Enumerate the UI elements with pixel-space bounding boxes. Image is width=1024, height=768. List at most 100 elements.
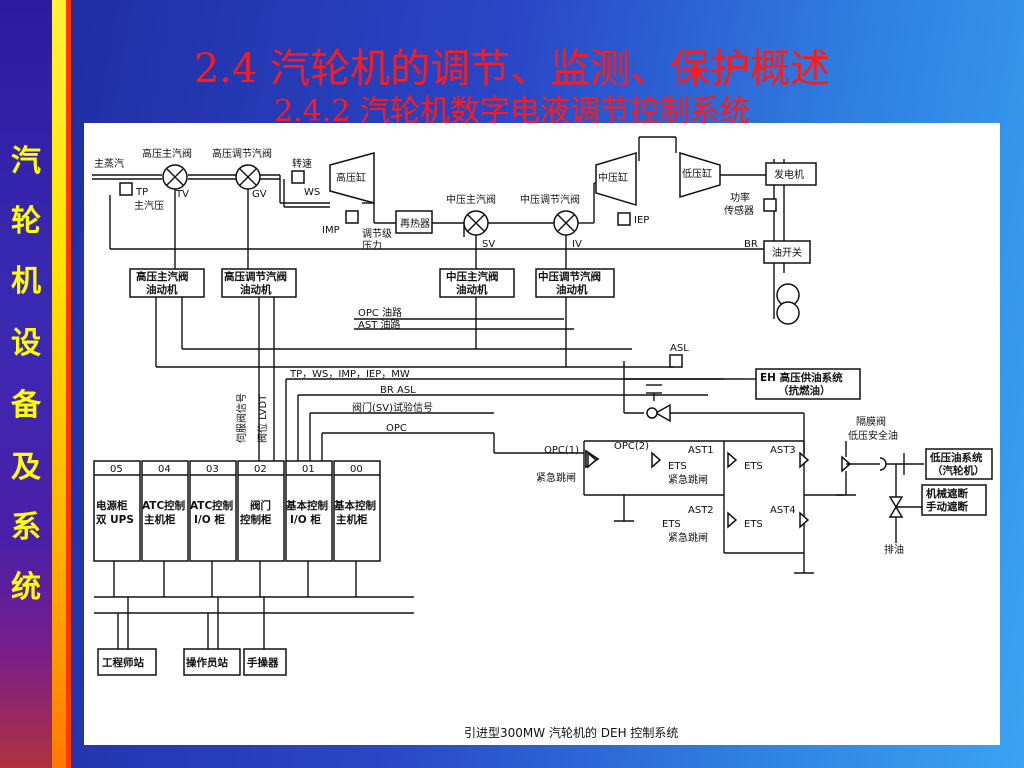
power-sensor-box [763, 198, 777, 212]
diaphragm-label-1: 隔膜阀 [856, 415, 886, 428]
cabinet-label: 主机柜 [336, 513, 368, 526]
cabinet-00: 00 基本控制 主机柜 [333, 460, 381, 562]
hp-cylinder-label: 高压缸 [336, 171, 366, 184]
lp-oil-box [925, 448, 993, 480]
tp-sensor-box [119, 182, 133, 196]
hp-stop-valve-icon [162, 164, 188, 190]
lp-oil-label-1: 低压油系统 [929, 451, 983, 464]
orifice-icon [879, 457, 887, 471]
reheater-box [395, 210, 433, 234]
ets-label: ETS [744, 519, 763, 530]
cabinet-label: 基本控制 [333, 499, 376, 512]
engineer-station-box [97, 648, 157, 676]
actuator-ip-stop: 中压主汽阀 油动机 [439, 268, 515, 298]
generator-box [765, 162, 817, 186]
asl-label: ASL [670, 343, 689, 354]
main-steam-label: 主蒸汽 [94, 157, 124, 170]
opc2-valve-icon [651, 451, 662, 469]
check-valve-icon [646, 407, 658, 419]
sidebar-stripe-red [66, 0, 71, 768]
emergency-trip-label: 紧急跳闸 [668, 531, 708, 544]
actuator-hp-gov: 高压调节汽阀 油动机 [221, 268, 297, 298]
cabinet-label: 主机柜 [144, 513, 176, 526]
servo-signal-label: 伺服阀信号 [235, 393, 248, 443]
iep-label: IEP [634, 215, 649, 226]
power-sensor-label-1: 功率 [730, 191, 750, 204]
cabinet-label: ATC控制 [190, 499, 233, 512]
ast1-valve-icon [727, 451, 738, 469]
trip-box [921, 484, 987, 516]
iep-sensor-box [617, 212, 631, 226]
ast3-label: AST3 [770, 445, 796, 456]
steam-path [92, 136, 785, 319]
sidebar-char: 汽 [11, 144, 41, 179]
hp-cylinder-icon [329, 152, 375, 204]
transformer-icon [776, 301, 800, 325]
trip-label-2: 手动遮断 [926, 500, 968, 513]
actuator-label: 高压调节汽阀 [224, 270, 287, 283]
sidebar-char: 设 [11, 326, 41, 361]
actuator-hp-stop: 高压主汽阀 油动机 [129, 268, 205, 298]
ip-stop-valve-icon [463, 210, 489, 236]
tp-label: TP [135, 187, 148, 198]
br-label: BR [744, 239, 758, 250]
cabinet-label: 电源柜 [96, 499, 128, 512]
cabinet-03: 03 ATC控制 I/O 柜 [189, 460, 237, 562]
ast2-label: AST2 [688, 505, 714, 516]
imp-sensor-box [345, 210, 359, 224]
cabinet-label: 控制柜 [240, 513, 272, 526]
trip-valve-icon [888, 505, 904, 518]
actuator-label: 油动机 [556, 283, 588, 296]
sidebar-char: 轮 [11, 204, 41, 239]
actuator-label: 中压主汽阀 [446, 270, 499, 283]
actuator-label: 油动机 [456, 283, 488, 296]
cabinet-label: 阀门 [250, 499, 271, 512]
ast3-valve-icon [799, 451, 810, 469]
sidebar-char: 统 [11, 570, 41, 605]
lp-cylinder-icon [679, 151, 721, 199]
speed-sensor-box [291, 170, 305, 184]
cabinet-num: 03 [206, 464, 219, 475]
ast4-label: AST4 [770, 505, 796, 516]
eh-supply-label-1: EH 高压供油系统 [760, 371, 843, 384]
cabinet-04: 04 ATC控制 主机柜 [141, 460, 189, 562]
opc1-valve-icon [587, 451, 598, 469]
cabinet-num: 01 [302, 464, 315, 475]
check-valve-icon [654, 403, 671, 423]
stage-pressure-label-2: 压力 [362, 239, 382, 252]
cabinet-num: 04 [158, 464, 171, 475]
diaphragm-label-2: 低压安全油 [848, 429, 898, 442]
main-pressure-label: 主汽压 [134, 199, 164, 212]
actuator-label: 油动机 [240, 283, 272, 296]
iv-label: IV [572, 239, 582, 250]
sv-label: SV [482, 239, 495, 250]
deh-diagram-panel: 高压缸 中压缸 低压缸 发电机 功率 传感器 BR 油开关 主蒸汽 高压主汽阀 … [84, 123, 1000, 745]
actuator-label: 中压调节汽阀 [538, 270, 601, 283]
feedback-signals-label: TP，WS，IMP，IEP，MW [289, 369, 410, 380]
cabinet-num: 05 [110, 464, 123, 475]
ip-cylinder-label: 中压缸 [598, 171, 628, 184]
cabinet-num: 02 [254, 464, 267, 475]
ip-stop-valve-label: 中压主汽阀 [446, 193, 496, 206]
opc2-label: OPC(2) [614, 441, 649, 452]
actuator-label: 油动机 [146, 283, 178, 296]
opc1-label: OPC(1) [544, 445, 579, 456]
ets-label: ETS [668, 461, 687, 472]
sidebar-char: 及 [11, 450, 41, 485]
ets-label: ETS [662, 519, 681, 530]
breaker-box [763, 240, 811, 264]
generator-label: 发电机 [774, 168, 804, 181]
sidebar-char: 系 [11, 510, 41, 545]
ast2-valve-icon [727, 511, 738, 529]
ast4-valve-icon [799, 511, 810, 529]
cabinet-01: 01 基本控制 I/O 柜 [285, 460, 333, 562]
power-sensor-label-2: 传感器 [724, 204, 754, 217]
hp-gov-valve-label: 高压调节汽阀 [212, 147, 272, 160]
actuator-ip-gov: 中压调节汽阀 油动机 [535, 268, 615, 298]
cabinet-label: 基本控制 [285, 499, 328, 512]
hp-stop-valve-label: 高压主汽阀 [142, 147, 192, 160]
asl-sensor-box [669, 354, 683, 368]
left-sidebar [0, 0, 52, 768]
actuator-label: 高压主汽阀 [136, 270, 189, 283]
ip-gov-valve-label: 中压调节汽阀 [520, 193, 580, 206]
